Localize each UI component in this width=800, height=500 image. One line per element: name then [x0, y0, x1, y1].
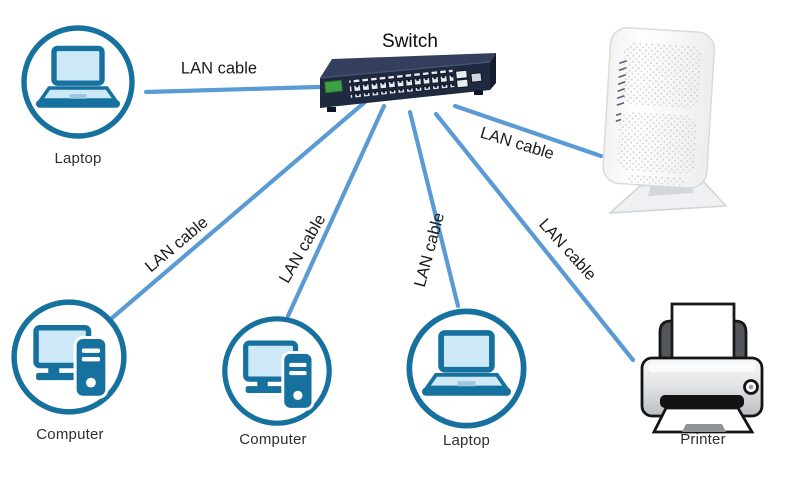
switch-top-face [320, 53, 496, 78]
cable-switch-laptop-top [143, 83, 355, 95]
switch-ports [349, 69, 455, 98]
printer-icon [640, 302, 764, 434]
wireless-router [602, 27, 728, 214]
laptop-icon [406, 308, 527, 429]
computer-left-label: Computer [36, 426, 104, 443]
desktop-computer-icon [222, 316, 332, 426]
laptop-top-label: Laptop [54, 150, 102, 167]
computer-middle-label: Computer [239, 431, 307, 448]
cable-switch-computer-middle [285, 103, 387, 319]
printer-label: Printer [680, 431, 726, 448]
cable-switch-computer-left [109, 93, 375, 321]
printer-paper [670, 302, 736, 366]
laptop-icon [21, 25, 135, 139]
switch-label: Switch [382, 31, 438, 52]
desktop-computer-icon [11, 299, 127, 415]
network-switch [319, 53, 496, 112]
laptop-bottom-label: Laptop [442, 432, 491, 449]
switch-green-tag [323, 79, 344, 94]
cable-switch-printer [433, 111, 636, 363]
router-led-lights [615, 60, 627, 123]
cable-switch-router [452, 103, 604, 159]
switch-side-face [490, 53, 496, 90]
lan-cable-label: LAN cable [180, 59, 258, 78]
cable-switch-laptop-bottom [407, 109, 461, 309]
